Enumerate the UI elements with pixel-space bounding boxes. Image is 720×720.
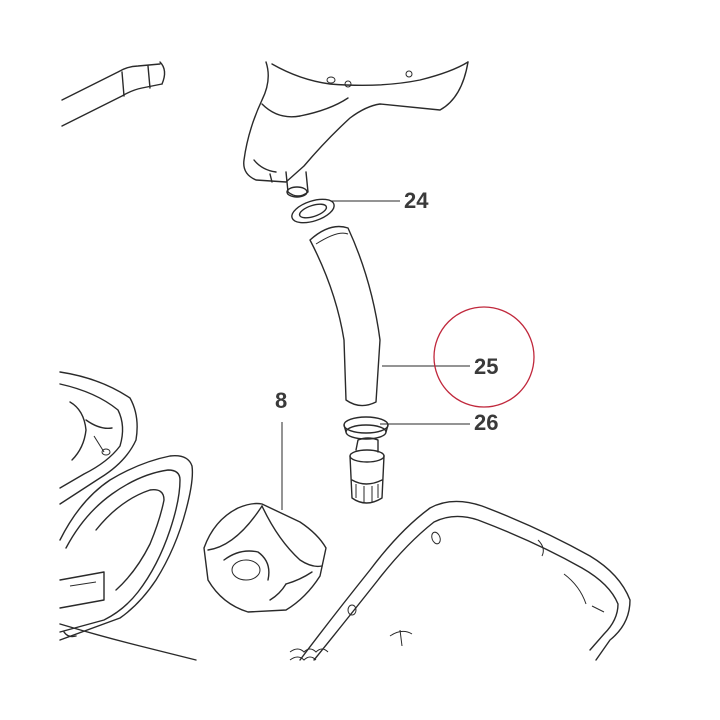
highlight-circle bbox=[433, 306, 535, 408]
callout-26: 26 bbox=[474, 410, 498, 435]
fuel-tank-part bbox=[243, 61, 469, 183]
tank-outlet-nipple-part bbox=[285, 171, 309, 198]
callout-24: 24 bbox=[404, 188, 429, 213]
washer-part-24 bbox=[291, 198, 335, 224]
clamp-part-26 bbox=[343, 416, 389, 440]
hose-part-25 bbox=[309, 225, 381, 407]
guard-part-8 bbox=[203, 502, 327, 613]
engine-housing-part bbox=[59, 371, 197, 661]
callout-25: 25 bbox=[474, 354, 498, 379]
callout-8: 8 bbox=[275, 388, 287, 413]
carburetor-fitting-part bbox=[349, 437, 385, 504]
bottom-cover-part bbox=[289, 500, 631, 661]
handle-rod-part bbox=[61, 61, 166, 127]
leader-lines bbox=[281, 200, 470, 510]
